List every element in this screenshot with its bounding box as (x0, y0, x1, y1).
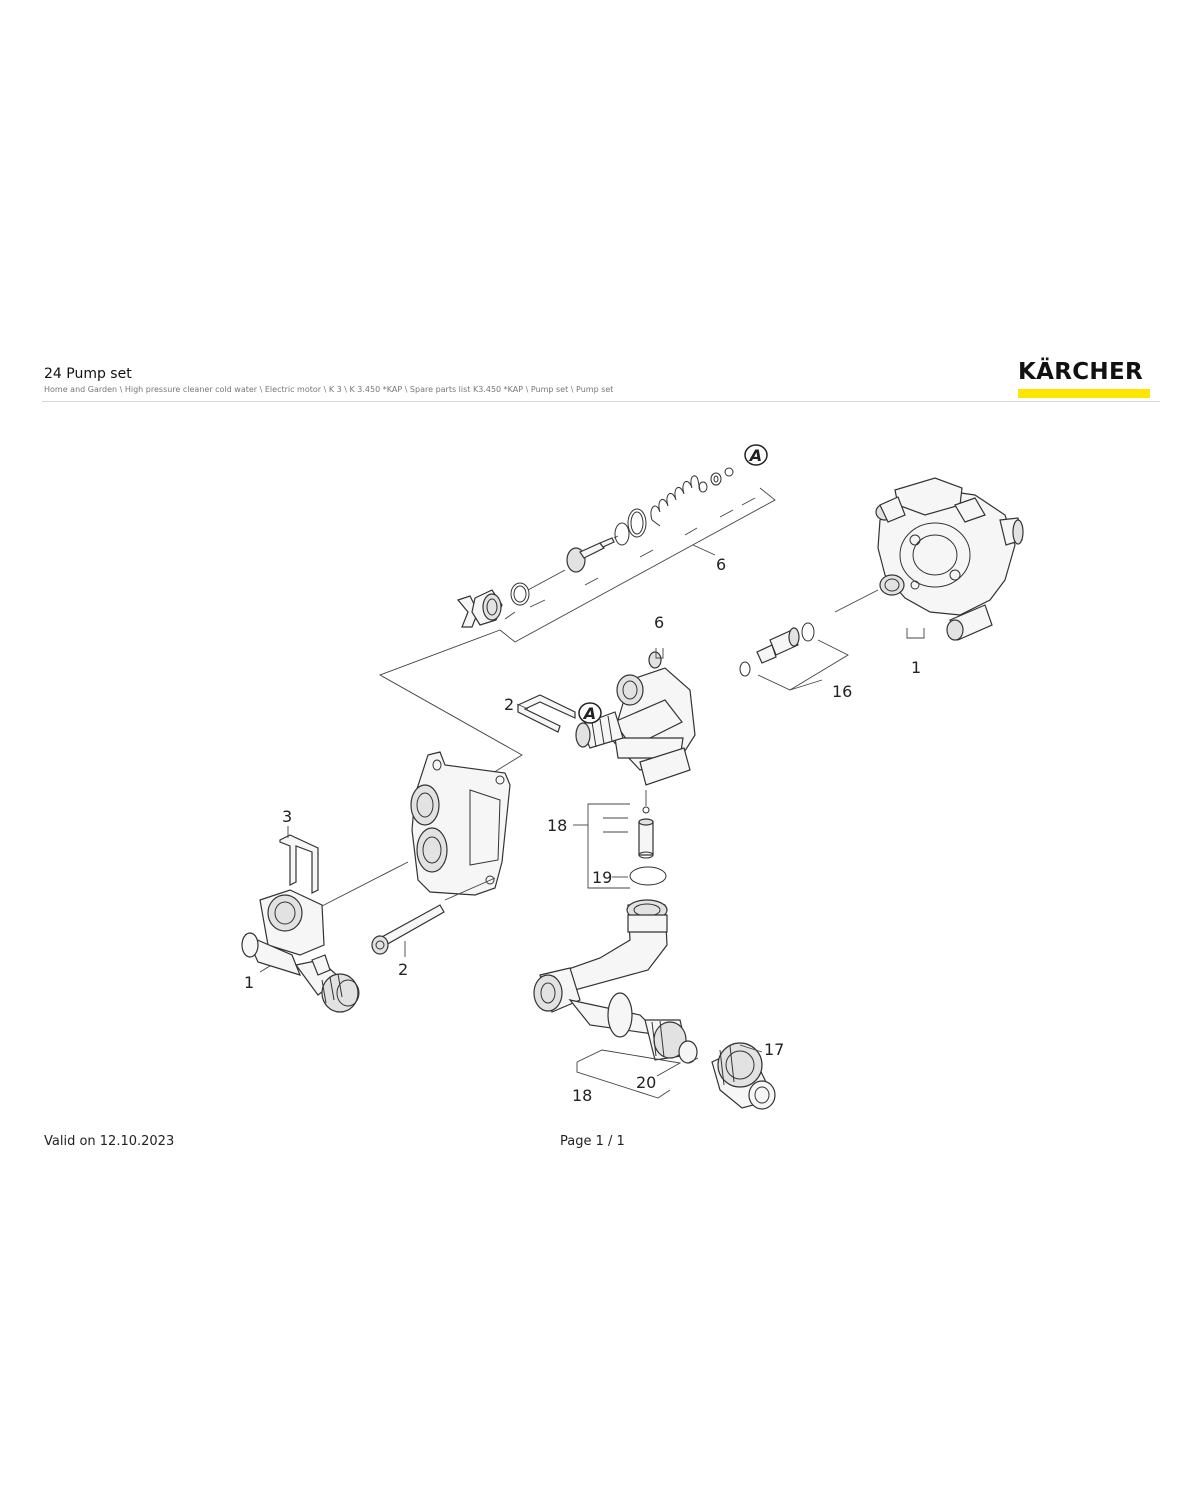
page-number: Page 1 / 1 (560, 1134, 625, 1149)
leader-valve-set (499, 487, 776, 643)
callout-6: 6 (716, 555, 726, 574)
detail-a-label-body: A (582, 704, 596, 723)
callout-19: 19 (592, 868, 612, 887)
retaining-clip-top (517, 694, 576, 733)
detail-a-label-top: A (748, 446, 762, 465)
callout-18-lower: 18 (572, 1086, 592, 1105)
retaining-clip-left (279, 834, 319, 894)
inlet-elbow (241, 889, 360, 1013)
bolt (371, 904, 445, 955)
check-valve-pin (638, 818, 654, 859)
valve-oring-3 (627, 508, 647, 538)
callout-20: 20 (636, 1073, 656, 1092)
valve-oring-2 (614, 522, 630, 546)
small-oring-18 (642, 790, 650, 814)
valve-piston (566, 537, 615, 573)
callout-17: 17 (764, 1040, 784, 1059)
callout-16: 16 (832, 682, 852, 701)
valve-stack-group: A 6 (378, 444, 776, 791)
cylinder-housing (410, 751, 511, 896)
karcher-logo: KÄRCHER (1018, 358, 1152, 398)
validity-date: Valid on 12.10.2023 (44, 1134, 175, 1149)
logo-yellow-bar (1018, 389, 1150, 398)
breadcrumb: Home and Garden \ High pressure cleaner … (44, 385, 614, 394)
leader-18-lower (576, 1062, 671, 1099)
garden-hose-connector (711, 1042, 776, 1110)
callout-6-upper: 6 (654, 613, 664, 632)
callout-18-upper: 18 (547, 816, 567, 835)
valve-cartridge (739, 622, 815, 677)
valve-spring (650, 475, 701, 527)
valve-washer-2 (710, 472, 722, 486)
valve-oring-1 (510, 582, 530, 606)
valve-oring-small (724, 467, 734, 477)
page-title: 24 Pump set (44, 366, 132, 382)
header-divider (42, 401, 1160, 402)
outlet-pipe (533, 899, 698, 1064)
detail-a-marker-top (744, 444, 768, 466)
pump-head-body (575, 651, 696, 786)
callout-2-bolt: 2 (398, 960, 408, 979)
detail-a-marker-body (578, 702, 602, 724)
leader-18-upper (587, 803, 630, 889)
callout-1-pump: 1 (911, 658, 921, 677)
oring-19 (629, 866, 667, 886)
leader-16 (757, 639, 849, 691)
logo-wordmark: KÄRCHER (1018, 359, 1143, 385)
pump-housing (875, 477, 1024, 641)
callout-3: 3 (282, 807, 292, 826)
valve-nozzle-elbow (456, 589, 503, 628)
callout-1-inlet: 1 (244, 973, 254, 992)
valve-washer-1 (698, 481, 708, 493)
callout-2-clip: 2 (504, 695, 514, 714)
